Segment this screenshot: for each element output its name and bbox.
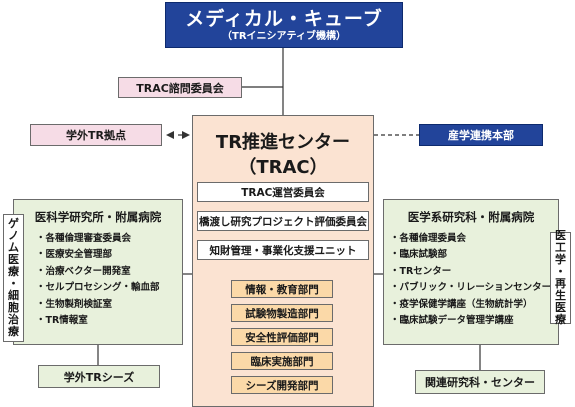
industry-collaboration-box: 産学連携本部	[419, 124, 543, 146]
medical-cube-title: メディカル・キューブ	[185, 7, 383, 30]
list-item: 臨床試験部	[390, 247, 551, 263]
right-hospital-box: 医学系研究科・附属病院 各種倫理委員会 臨床試験部 TRセンター パブリック・リ…	[383, 199, 559, 345]
trac-center-box: TR推進センター （TRAC） TRAC運営委員会 橋渡し研究プロジェクト評価委…	[192, 115, 374, 407]
list-item: 各種倫理審査委員会	[36, 231, 160, 247]
trac-title: TR推進センター	[215, 132, 351, 153]
left-hospital-title: 医科学研究所・附属病院	[34, 210, 162, 224]
genome-cell-therapy-label: ゲノム医療・細胞治療	[3, 214, 24, 342]
list-item: 疫学保健学講座（生物統計学）	[390, 297, 551, 313]
medical-engineering-label: 医工学・再生医療	[550, 229, 571, 326]
left-hospital-list: 各種倫理審査委員会 医療安全管理部 治療ベクター開発室 セルプロセシング・輸血部…	[36, 231, 160, 329]
list-item: TRセンター	[390, 264, 551, 280]
trac-subtitle: （TRAC）	[238, 157, 328, 178]
arrowhead-right	[182, 131, 190, 139]
list-item: 生物製剤検証室	[36, 297, 160, 313]
right-hospital-title: 医学系研究科・附属病院	[407, 210, 535, 224]
trac-committee: TRAC運営委員会	[197, 182, 369, 202]
list-item: 臨床試験データ管理学講座	[390, 313, 551, 329]
list-item: 医療安全管理部	[36, 247, 160, 263]
trac-department: シーズ開発部門	[231, 376, 333, 394]
trac-committee: 橋渡し研究プロジェクト評価委員会	[197, 211, 369, 231]
trac-advisory-committee: TRAC諮問委員会	[118, 77, 242, 98]
list-item: TR情報室	[36, 313, 160, 329]
arrowhead-left	[166, 131, 174, 139]
list-item: セルプロセシング・輸血部	[36, 280, 160, 296]
medical-cube-subtitle: （TRイニシアティブ機構）	[222, 30, 346, 42]
trac-department: 安全性評価部門	[231, 328, 333, 346]
vertical-text: 医工学・再生医療	[555, 229, 566, 326]
trac-department: 情報・教育部門	[231, 280, 333, 298]
related-graduate-schools: 関連研究科・センター	[415, 370, 545, 394]
medical-cube-box: メディカル・キューブ （TRイニシアティブ機構）	[165, 2, 403, 48]
list-item: 治療ベクター開発室	[36, 264, 160, 280]
trac-committee: 知財管理・事業化支援ユニット	[197, 240, 369, 260]
trac-department: 臨床実施部門	[231, 352, 333, 370]
outside-tr-seeds: 学外TRシーズ	[38, 365, 160, 388]
list-item: 各種倫理委員会	[390, 231, 551, 247]
trac-department: 試験物製造部門	[231, 304, 333, 322]
left-hospital-box: 医科学研究所・附属病院 各種倫理審査委員会 医療安全管理部 治療ベクター開発室 …	[13, 199, 183, 345]
outside-tr-base: 学外TR拠点	[30, 124, 162, 146]
right-hospital-list: 各種倫理委員会 臨床試験部 TRセンター パブリック・リレーションセンター 疫学…	[390, 231, 552, 329]
vertical-text: ゲノム医療・細胞治療	[8, 217, 19, 338]
list-item: パブリック・リレーションセンター	[390, 280, 552, 296]
